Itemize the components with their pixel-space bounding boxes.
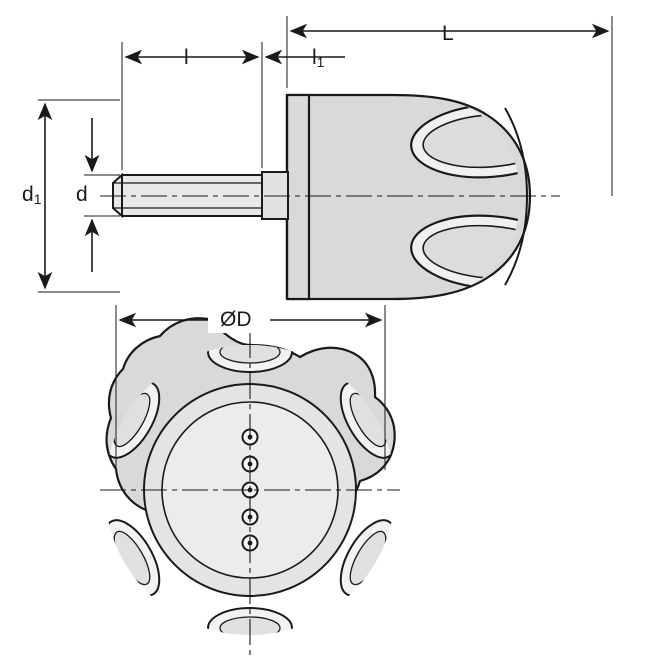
dimension-OD (115, 305, 386, 470)
dimension-label-l1: l1 (312, 46, 325, 70)
dimension-l1 (261, 42, 345, 168)
knob-collar (285, 93, 311, 301)
side-view (37, 16, 613, 301)
knob-head-body (285, 93, 532, 301)
front-view (100, 305, 400, 655)
dimension-label-L: L (442, 22, 454, 45)
knob-grip-flutes (410, 103, 520, 290)
dimension-label-l: l (184, 46, 189, 69)
dimension-l (121, 42, 260, 170)
dimension-d (84, 118, 120, 272)
dimension-label-d: d (76, 183, 88, 206)
dimension-label-d1: d1 (22, 183, 42, 207)
dimension-label-OD: ØD (220, 308, 252, 331)
dimension-d1 (37, 99, 120, 293)
